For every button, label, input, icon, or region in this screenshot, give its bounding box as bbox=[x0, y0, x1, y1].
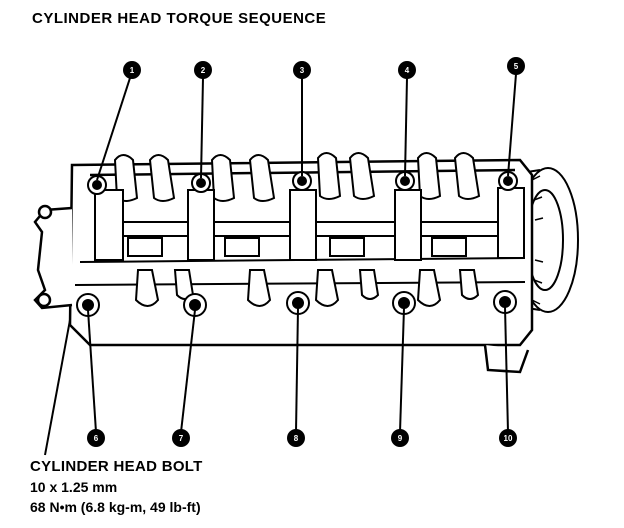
marker-7: 7 bbox=[172, 429, 190, 447]
top-row-bolts bbox=[87, 171, 518, 195]
bolt-size: 10 x 1.25 mm bbox=[30, 479, 118, 495]
marker-3: 3 bbox=[293, 61, 311, 79]
marker-10: 10 bbox=[499, 429, 517, 447]
marker-1: 1 bbox=[123, 61, 141, 79]
sequence-markers: 1 2 3 4 5 6 7 8 9 10 bbox=[87, 57, 525, 447]
svg-text:3: 3 bbox=[300, 66, 305, 75]
sequence-leaders bbox=[44, 73, 517, 456]
svg-text:5: 5 bbox=[514, 62, 519, 71]
marker-8: 8 bbox=[287, 429, 305, 447]
svg-text:6: 6 bbox=[94, 434, 99, 443]
svg-text:7: 7 bbox=[179, 434, 184, 443]
svg-text:8: 8 bbox=[294, 434, 299, 443]
bolt-1 bbox=[87, 175, 107, 195]
svg-text:10: 10 bbox=[504, 434, 513, 443]
svg-text:4: 4 bbox=[405, 66, 410, 75]
marker-5: 5 bbox=[507, 57, 525, 75]
bolt-10 bbox=[493, 290, 517, 314]
marker-6: 6 bbox=[87, 429, 105, 447]
bolt-5 bbox=[498, 171, 518, 191]
bolt-name: CYLINDER HEAD BOLT bbox=[30, 458, 203, 475]
bolt-torque: 68 N•m (6.8 kg-m, 49 lb-ft) bbox=[30, 499, 201, 515]
rocker-arms bbox=[113, 152, 481, 307]
svg-text:2: 2 bbox=[201, 66, 206, 75]
marker-9: 9 bbox=[391, 429, 409, 447]
rocker-shaft bbox=[94, 187, 525, 261]
marker-2: 2 bbox=[194, 61, 212, 79]
bolt-3 bbox=[292, 171, 312, 191]
bolt-spec-caption: CYLINDER HEAD BOLT 10 x 1.25 mm 68 N•m (… bbox=[30, 457, 203, 517]
svg-text:9: 9 bbox=[398, 434, 403, 443]
svg-text:1: 1 bbox=[130, 66, 135, 75]
diagram-title: CYLINDER HEAD TORQUE SEQUENCE bbox=[32, 10, 327, 27]
marker-4: 4 bbox=[398, 61, 416, 79]
bolt-6 bbox=[76, 293, 100, 317]
